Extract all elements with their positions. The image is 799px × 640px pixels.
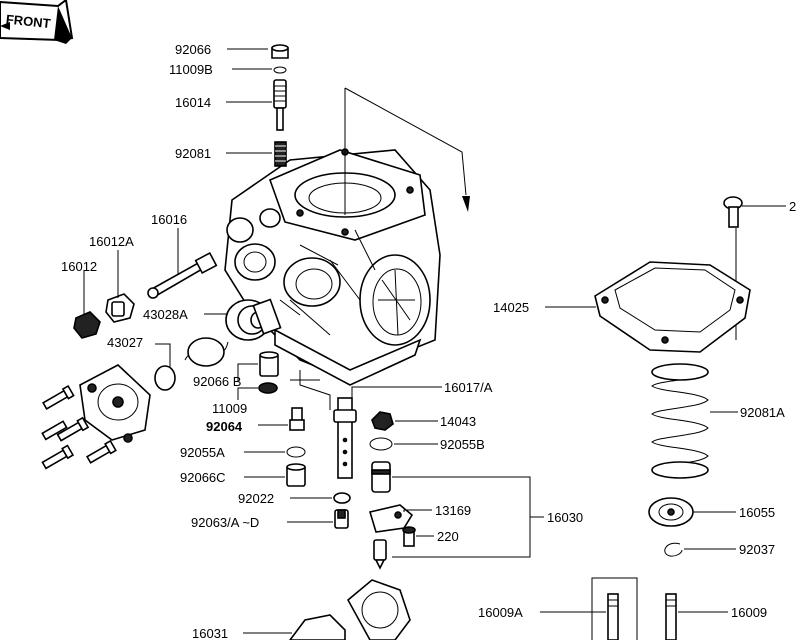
- carburetor-body: [224, 148, 441, 386]
- part-11009B: [273, 66, 287, 74]
- part-float-cover: [79, 364, 151, 443]
- part-220: [402, 526, 416, 547]
- label-220: 220: [437, 529, 459, 544]
- label-92066: 92066: [175, 42, 211, 57]
- part-92066C: [286, 463, 306, 487]
- part-43028A: [225, 298, 282, 341]
- part-14025: [594, 261, 751, 353]
- label-43027: 43027: [107, 335, 143, 350]
- label-16030: 16030: [547, 510, 583, 525]
- part-16012: [73, 311, 101, 339]
- part-16014: [273, 79, 287, 131]
- part-13169: [368, 504, 414, 533]
- part-92064: [289, 407, 305, 431]
- label-43028A: 43028A: [143, 307, 188, 322]
- part-16017: [333, 397, 357, 479]
- front-badge: FRONT: [0, 0, 74, 44]
- label-16012A: 16012A: [89, 234, 134, 249]
- part-2: [723, 196, 743, 228]
- part-16030: [371, 461, 391, 493]
- label-14043: 14043: [440, 414, 476, 429]
- label-92066C: 92066C: [180, 470, 226, 485]
- part-labels: 92066 11009B 16014 92081 16016 16012A 16…: [61, 42, 796, 640]
- part-92066B: [259, 351, 279, 377]
- part-11009: [258, 382, 278, 394]
- label-14025: 14025: [493, 300, 529, 315]
- label-92022: 92022: [238, 491, 274, 506]
- part-14043: [371, 411, 394, 431]
- part-16031: [289, 579, 411, 640]
- label-16017: 16017/A: [444, 380, 493, 395]
- airflow-arrow: [344, 87, 470, 215]
- label-92066B: 92066 B: [193, 374, 241, 389]
- label-2: 2: [789, 199, 796, 214]
- label-16055: 16055: [739, 505, 775, 520]
- label-16009: 16009: [731, 605, 767, 620]
- label-92081A: 92081A: [740, 405, 785, 420]
- label-92055A: 92055A: [180, 445, 225, 460]
- part-92055A: [286, 446, 306, 458]
- part-16009A: [591, 577, 638, 640]
- label-92055B: 92055B: [440, 437, 485, 452]
- part-screws: [41, 384, 117, 470]
- label-16016: 16016: [151, 212, 187, 227]
- label-92064: 92064: [206, 419, 243, 434]
- label-16012: 16012: [61, 259, 97, 274]
- label-92037: 92037: [739, 542, 775, 557]
- part-92037: [664, 542, 683, 557]
- part-float-needle: [373, 539, 387, 570]
- leader-lines: [83, 48, 786, 634]
- part-16012A: [105, 293, 135, 323]
- label-13169: 13169: [435, 503, 471, 518]
- part-92081A: [651, 363, 709, 479]
- part-92081: [274, 141, 287, 167]
- label-11009: 11009: [212, 401, 247, 416]
- label-16014: 16014: [175, 95, 211, 110]
- part-92066: [271, 44, 289, 59]
- part-92022: [333, 492, 351, 504]
- part-92055B: [369, 437, 393, 451]
- label-92063: 92063/A ~D: [191, 515, 259, 530]
- label-16031: 16031: [192, 626, 228, 640]
- label-92081: 92081: [175, 146, 211, 161]
- part-16009: [665, 593, 677, 640]
- front-badge-text: FRONT: [5, 12, 51, 32]
- part-43027: [154, 337, 229, 391]
- label-11009B: 11009B: [169, 62, 213, 77]
- part-16055: [648, 497, 694, 527]
- label-16009A: 16009A: [478, 605, 523, 620]
- part-16016: [147, 251, 218, 299]
- part-92063: [334, 509, 349, 529]
